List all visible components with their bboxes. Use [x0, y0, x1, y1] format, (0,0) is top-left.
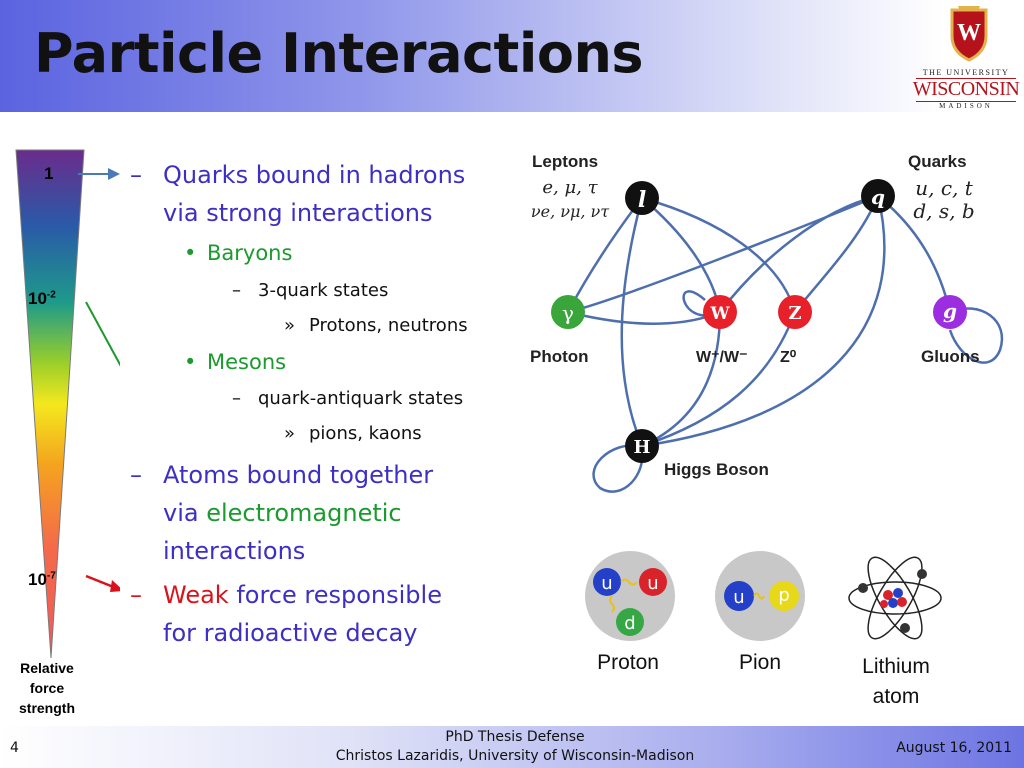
logo-line2: WISCONSIN	[912, 78, 1020, 100]
bullet-weak-force: Weak force responsible for radioactive d…	[163, 581, 442, 647]
leptons-line2: νe, νμ, ντ	[531, 202, 610, 221]
particle-illustrations: u u d u d	[585, 551, 942, 641]
gluons-label: Gluons	[921, 347, 980, 366]
proton-label: Proton	[597, 651, 659, 674]
svg-text:γ: γ	[562, 301, 574, 325]
bullet-dash: –	[130, 161, 142, 189]
bullet-baryons: Baryons	[207, 241, 293, 265]
svg-text:W: W	[709, 304, 730, 324]
svg-text:q: q	[871, 185, 885, 209]
z-boson-node	[778, 295, 812, 329]
lithium-label: Lithium atom	[862, 655, 930, 708]
bullet-3-quark-states: 3-quark states	[258, 280, 389, 301]
w-boson-node	[703, 295, 737, 329]
pion-label: Pion	[738, 651, 782, 674]
lepton-node	[625, 181, 659, 215]
bullet-dash: –	[232, 280, 241, 301]
quarks-line2: d, s, b	[913, 199, 974, 223]
leptons-line1: e, μ, τ	[542, 177, 598, 198]
bullet-strong-interactions: Quarks bound in hadrons via strong inter…	[163, 161, 466, 227]
svg-text:H: H	[633, 437, 650, 458]
svg-text:u: u	[601, 573, 612, 594]
bullet-dash: –	[130, 581, 142, 609]
bullet-protons-neutrons: Protons, neutrons	[309, 315, 468, 336]
svg-text:d: d	[778, 586, 789, 607]
quarks-title: Quarks	[908, 152, 967, 171]
photon-label: Photon	[530, 347, 589, 366]
footer-bar: 4 PhD Thesis Defense Christos Lazaridis,…	[0, 726, 1024, 768]
svg-text:Z: Z	[788, 303, 801, 324]
quarks-line1: u, c, t	[915, 176, 974, 200]
footer-center: PhD Thesis Defense Christos Lazaridis, U…	[335, 729, 695, 764]
scale-caption: Relative force strength	[19, 660, 75, 716]
bullet-dot: •	[184, 241, 197, 265]
proton-icon: u u d	[585, 551, 675, 641]
bullet-dash: –	[232, 388, 241, 409]
photon-node	[551, 295, 585, 329]
scale-top-label: 1	[44, 164, 54, 183]
bullet-dot: •	[184, 350, 197, 374]
quark-node	[861, 179, 895, 213]
leptons-title: Leptons	[532, 152, 598, 171]
svg-text:d: d	[624, 613, 635, 634]
bullet-pions-kaons: pions, kaons	[309, 423, 422, 444]
crest-icon: W	[950, 6, 988, 62]
bullet-arrow: »	[284, 315, 296, 336]
higgs-label: Higgs Boson	[664, 460, 769, 479]
em-arrow	[85, 301, 120, 367]
z-label: Z⁰	[780, 349, 797, 366]
title-bar	[0, 0, 1024, 112]
logo-line3: MADISON	[939, 102, 993, 110]
svg-text:l: l	[638, 187, 646, 213]
svg-text:W: W	[957, 20, 981, 46]
gluon-node	[933, 295, 967, 329]
svg-text:u: u	[733, 587, 744, 608]
scale-mid-label: 10-2	[28, 289, 56, 308]
bullet-mesons: Mesons	[207, 350, 287, 374]
university-logo: W THE UNIVERSITY WISCONSIN MADISON	[910, 2, 1022, 110]
force-strength-scale	[15, 149, 120, 659]
slide-number: 4	[10, 740, 19, 756]
strength-wedge	[15, 149, 85, 659]
slide-title: Particle Interactions	[34, 22, 644, 85]
scale-low-label: 10-7	[28, 570, 56, 589]
pion-icon: u d	[715, 551, 805, 641]
bullet-arrow: »	[284, 423, 296, 444]
bullet-dash: –	[130, 461, 142, 489]
svg-text:u: u	[647, 573, 658, 594]
interaction-diagram: l q γ W Z g H Leptons e, μ, τ νe, νμ, ντ…	[530, 152, 1004, 493]
w-label: W⁺/W⁻	[696, 349, 748, 366]
higgs-node	[625, 429, 659, 463]
bullet-quark-antiquark: quark-antiquark states	[258, 388, 464, 409]
svg-text:g: g	[943, 299, 957, 323]
logo-line1: THE UNIVERSITY	[922, 68, 1010, 77]
footer-date: August 16, 2011	[896, 740, 1012, 756]
lithium-atom-icon	[848, 556, 942, 640]
bullet-em-interactions: Atoms bound together via electromagnetic…	[163, 461, 434, 565]
